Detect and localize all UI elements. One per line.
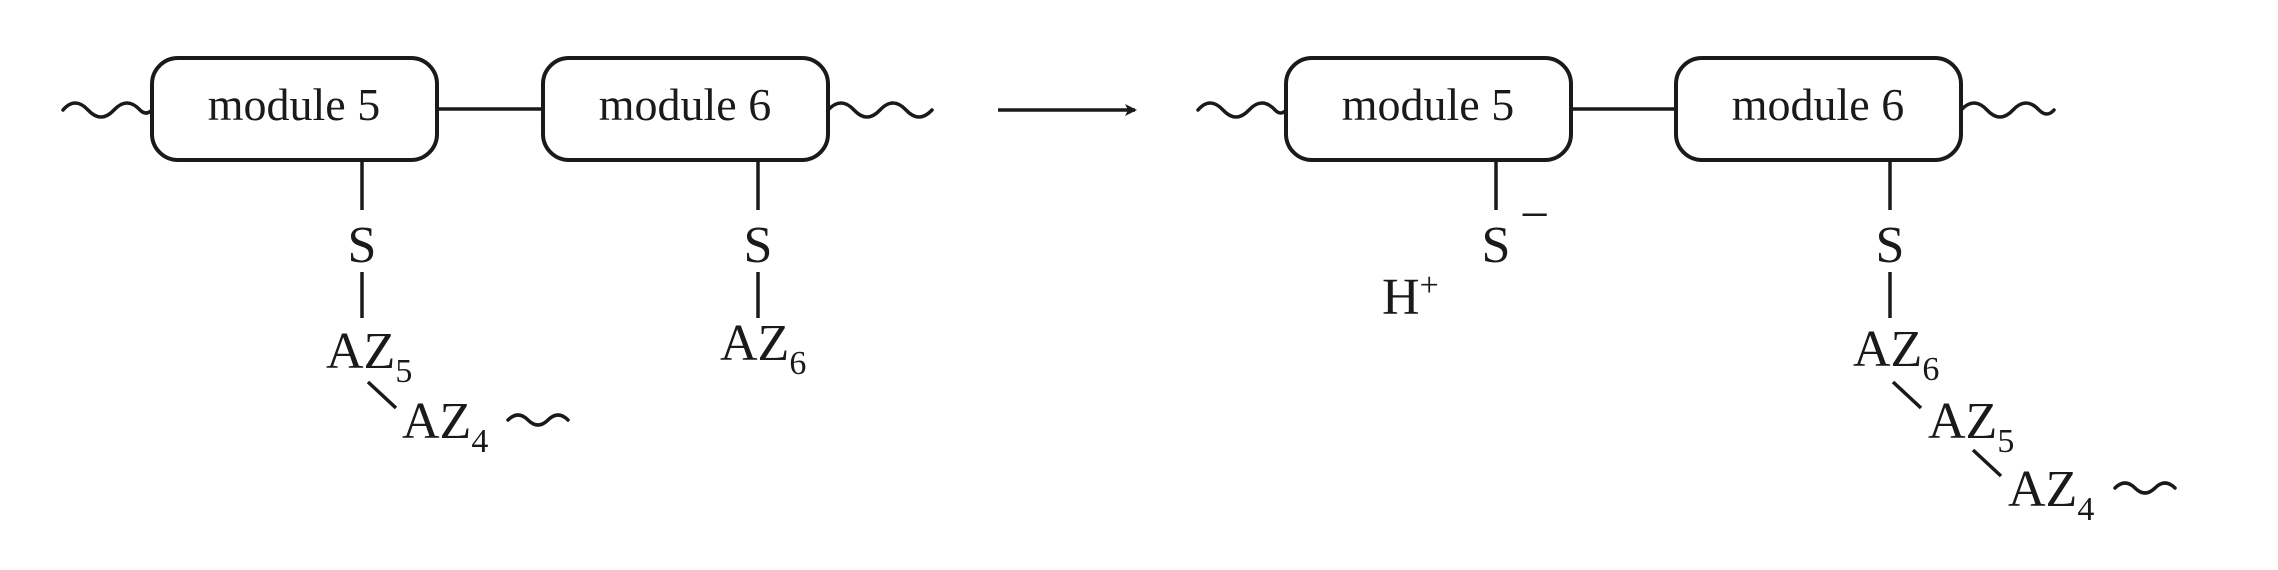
- chain-wave-right: [826, 101, 934, 119]
- sulfur-atom: S: [348, 217, 377, 274]
- chain-wave-left: [1196, 101, 1288, 119]
- sulfur-atom: S: [1482, 217, 1511, 274]
- bond-az5-az4: [1971, 448, 2003, 478]
- az4-label: AZ4: [2008, 461, 2094, 528]
- module-6-label: module 6: [1732, 79, 1904, 130]
- module-5-label: module 5: [208, 79, 380, 130]
- module-5-box: module 5: [150, 56, 439, 162]
- reactant-group: module 5 module 6 S AZ5 AZ4 S AZ6: [61, 56, 934, 460]
- chain-wave-left: [61, 101, 154, 119]
- module-5-box: module 5: [1284, 56, 1573, 162]
- module-6-box: module 6: [541, 56, 830, 162]
- az5-label: AZ5: [1928, 393, 2014, 460]
- az5-label: AZ5: [326, 323, 412, 390]
- module-5-label: module 5: [1342, 79, 1514, 130]
- az6-label: AZ6: [1853, 321, 1939, 388]
- bond-az5-az4: [366, 380, 398, 410]
- product-group: module 5 module 6 S − H+ S AZ6 AZ5 AZ4: [1196, 56, 2177, 528]
- az4-label: AZ4: [402, 393, 488, 460]
- negative-charge: −: [1520, 187, 1549, 244]
- az6-label: AZ6: [720, 315, 806, 382]
- module-6-label: module 6: [599, 79, 771, 130]
- module-6-box: module 6: [1674, 56, 1963, 162]
- chain-wave-right: [1959, 101, 2056, 119]
- chain-wave-az4: [2113, 481, 2177, 495]
- proton-label: H+: [1382, 267, 1439, 326]
- sulfur-atom: S: [744, 217, 773, 274]
- bond-az6-az5: [1891, 380, 1923, 410]
- chain-wave-az4: [506, 413, 570, 427]
- sulfur-atom: S: [1876, 217, 1905, 274]
